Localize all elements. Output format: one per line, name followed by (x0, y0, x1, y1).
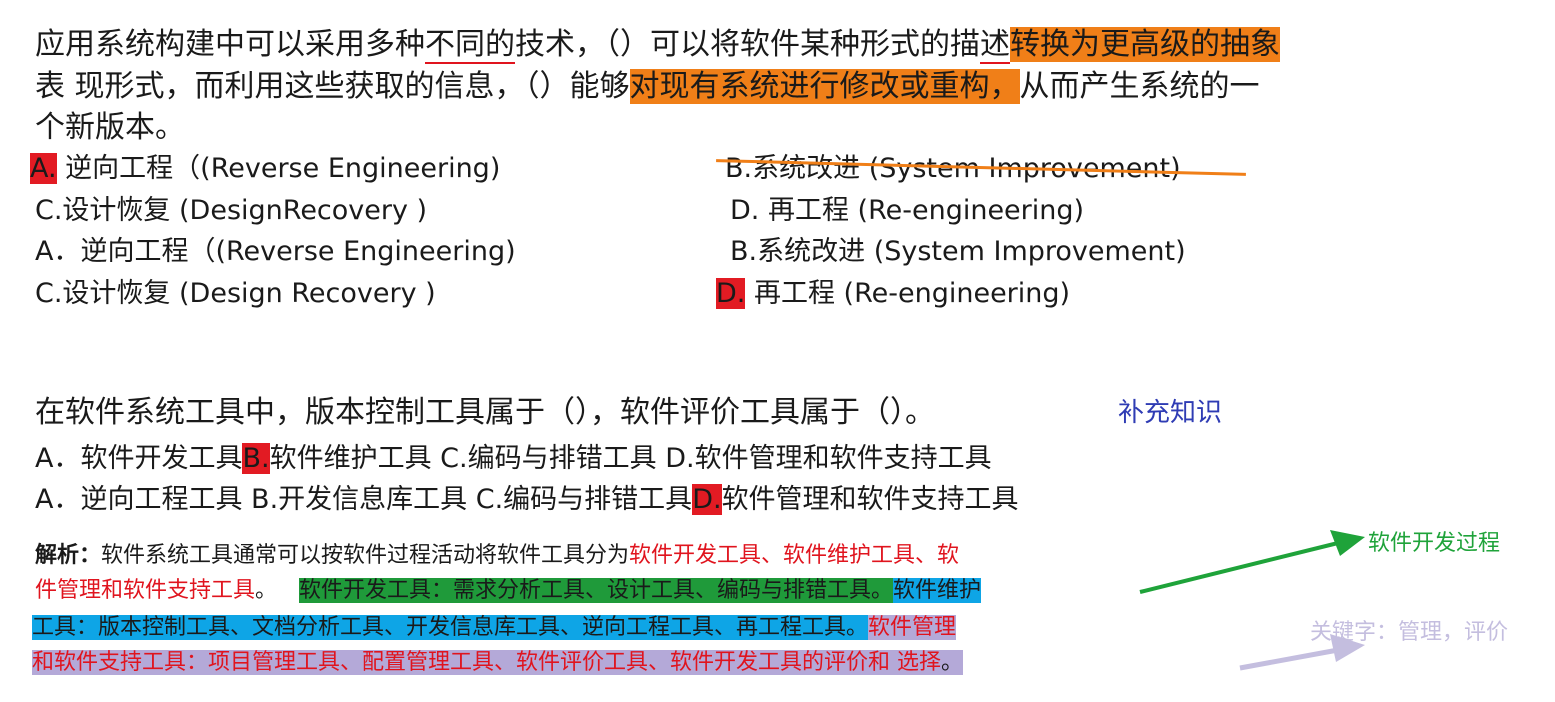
purple-highlight: 和软件支持工具：项目管理工具、配置管理工具、软件评价工具、软件开发工具的评价和 … (32, 650, 941, 675)
q2-options-row-2: A．逆向工程工具 B.开发信息库工具 C.编码与排错工具D.软件管理和软件支持工… (35, 484, 1019, 515)
q1-text: 表 现形式，而利用这些获取的信息，（）能够 (35, 69, 630, 104)
q1-underlined-text: 述 (980, 27, 1010, 64)
analysis-red-text: 软件开发工具、软件维护工具、软 (629, 543, 960, 568)
blue-highlight: 工具：版本控制工具、文档分析工具、开发信息库工具、逆向工程工具、再工程工具。 (32, 615, 869, 640)
option-text: 软件维护工具 C.编码与排错工具 D.软件管理和软件支持工具 (269, 443, 992, 474)
dev-process-annotation: 软件开发过程 (1368, 531, 1501, 556)
purple-highlight: 。 (941, 650, 964, 675)
q1-orange-highlight: 对现有系统进行修改或重构， (629, 69, 1020, 104)
q1-option-d: D. 再工程 (Re-engineering) (730, 195, 1085, 226)
answer-marker: A. (30, 153, 57, 184)
analysis-text: 软件系统工具通常可以按软件过程活动将软件工具分为 (101, 543, 630, 568)
q2-options-row-1: A．软件开发工具B.软件维护工具 C.编码与排错工具 D.软件管理和软件支持工具 (35, 443, 992, 474)
blue-highlight: 软件维护 (893, 578, 982, 603)
analysis-line-3: 工具：版本控制工具、文档分析工具、开发信息库工具、逆向工程工具、再工程工具。软件… (32, 615, 957, 640)
q1-orange-highlight: 转换为更高级的抽象 (1010, 27, 1280, 62)
green-arrow (1139, 530, 1365, 594)
purple-arrow (1239, 634, 1365, 671)
q1-underlined-text: 不同的 (425, 27, 515, 64)
q1-option-a: A. 逆向工程（(Reverse Engineering) (30, 153, 501, 184)
purple-highlight: 软件管理 (868, 615, 957, 640)
q1-line-2: 表 现形式，而利用这些获取的信息，（）能够对现有系统进行修改或重构，从而产生系统… (35, 69, 1260, 104)
option-text: A．软件开发工具 (35, 443, 243, 474)
option-text: 逆向工程（(Reverse Engineering) (65, 153, 501, 184)
answer-marker: D. (692, 484, 722, 515)
option-text: 软件管理和软件支持工具 (721, 484, 1019, 515)
q1-text: 从而产生系统的一 (1019, 69, 1260, 104)
keywords-annotation: 关键字：管理，评价 (1310, 620, 1509, 645)
q1-line-3: 个新版本。 (35, 110, 185, 145)
option-text: 再工程 (Re-engineering) (753, 278, 1071, 309)
q1-option-c: C.设计恢复 (DesignRecovery ) (35, 195, 428, 226)
q1-option-a-repeat: A．逆向工程（(Reverse Engineering) (35, 236, 516, 267)
q1-option-d-repeat: D. 再工程 (Re-engineering) (716, 278, 1071, 309)
supplementary-note: 补充知识 (1118, 398, 1223, 428)
analysis-text: 。 (255, 578, 278, 603)
analysis-line-1: 解析：软件系统工具通常可以按软件过程活动将软件工具分为软件开发工具、软件维护工具… (35, 545, 959, 567)
green-highlight: 软件开发工具：需求分析工具、设计工具、编码与排错工具。 (299, 578, 894, 603)
q1-option-b-repeat: B.系统改进 (System Improvement) (730, 236, 1186, 267)
analysis-line-4: 和软件支持工具：项目管理工具、配置管理工具、软件评价工具、软件开发工具的评价和 … (32, 650, 964, 675)
q1-option-c-repeat: C.设计恢复 (Design Recovery ) (35, 278, 436, 309)
option-text: A．逆向工程工具 B.开发信息库工具 C.编码与排错工具 (35, 484, 693, 515)
q1-line-1: 应用系统构建中可以采用多种不同的技术，（）可以将软件某种形式的描述转换为更高级的… (35, 27, 1280, 64)
q2-question: 在软件系统工具中，版本控制工具属于（），软件评价工具属于（）。 (35, 395, 935, 430)
analysis-line-2: 件管理和软件支持工具。软件开发工具：需求分析工具、设计工具、编码与排错工具。软件… (35, 578, 982, 603)
q1-text: 技术，（）可以将软件某种形式的描 (515, 27, 980, 62)
analysis-label: 解析： (35, 543, 102, 568)
q1-text: 应用系统构建中可以采用多种 (35, 27, 425, 62)
analysis-red-text: 件管理和软件支持工具 (35, 578, 256, 603)
answer-marker: B. (242, 443, 270, 474)
answer-marker: D. (716, 278, 746, 309)
